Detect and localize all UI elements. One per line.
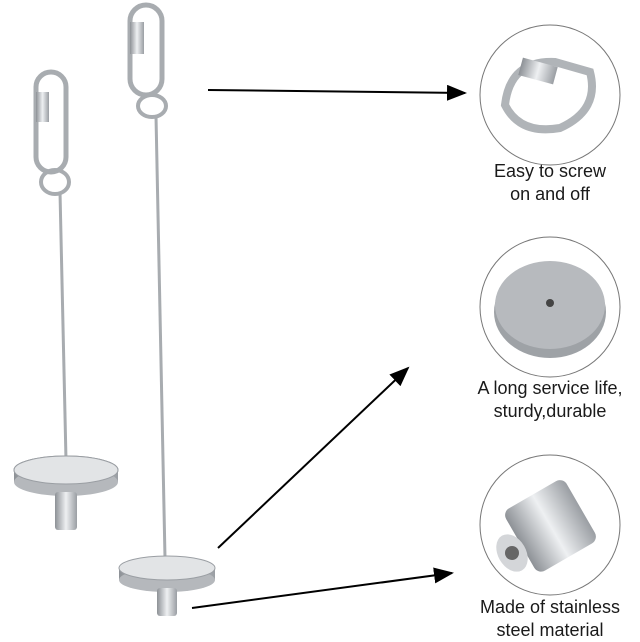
arrow-to-carabiner <box>207 84 467 101</box>
arrow-to-knob <box>191 567 454 609</box>
carabiner-detail <box>479 24 621 166</box>
short-hook <box>13 69 119 530</box>
disc-detail <box>479 236 621 378</box>
feature-caption-service-life: A long service life, sturdy,durable <box>477 378 623 421</box>
long-hook <box>118 2 216 616</box>
feature-caption-easy-screw: Easy to screw on and off <box>493 161 607 204</box>
knob-detail <box>479 454 621 596</box>
feature-caption-stainless: Made of stainless steel material <box>479 597 621 640</box>
arrow-to-disc <box>217 366 410 549</box>
